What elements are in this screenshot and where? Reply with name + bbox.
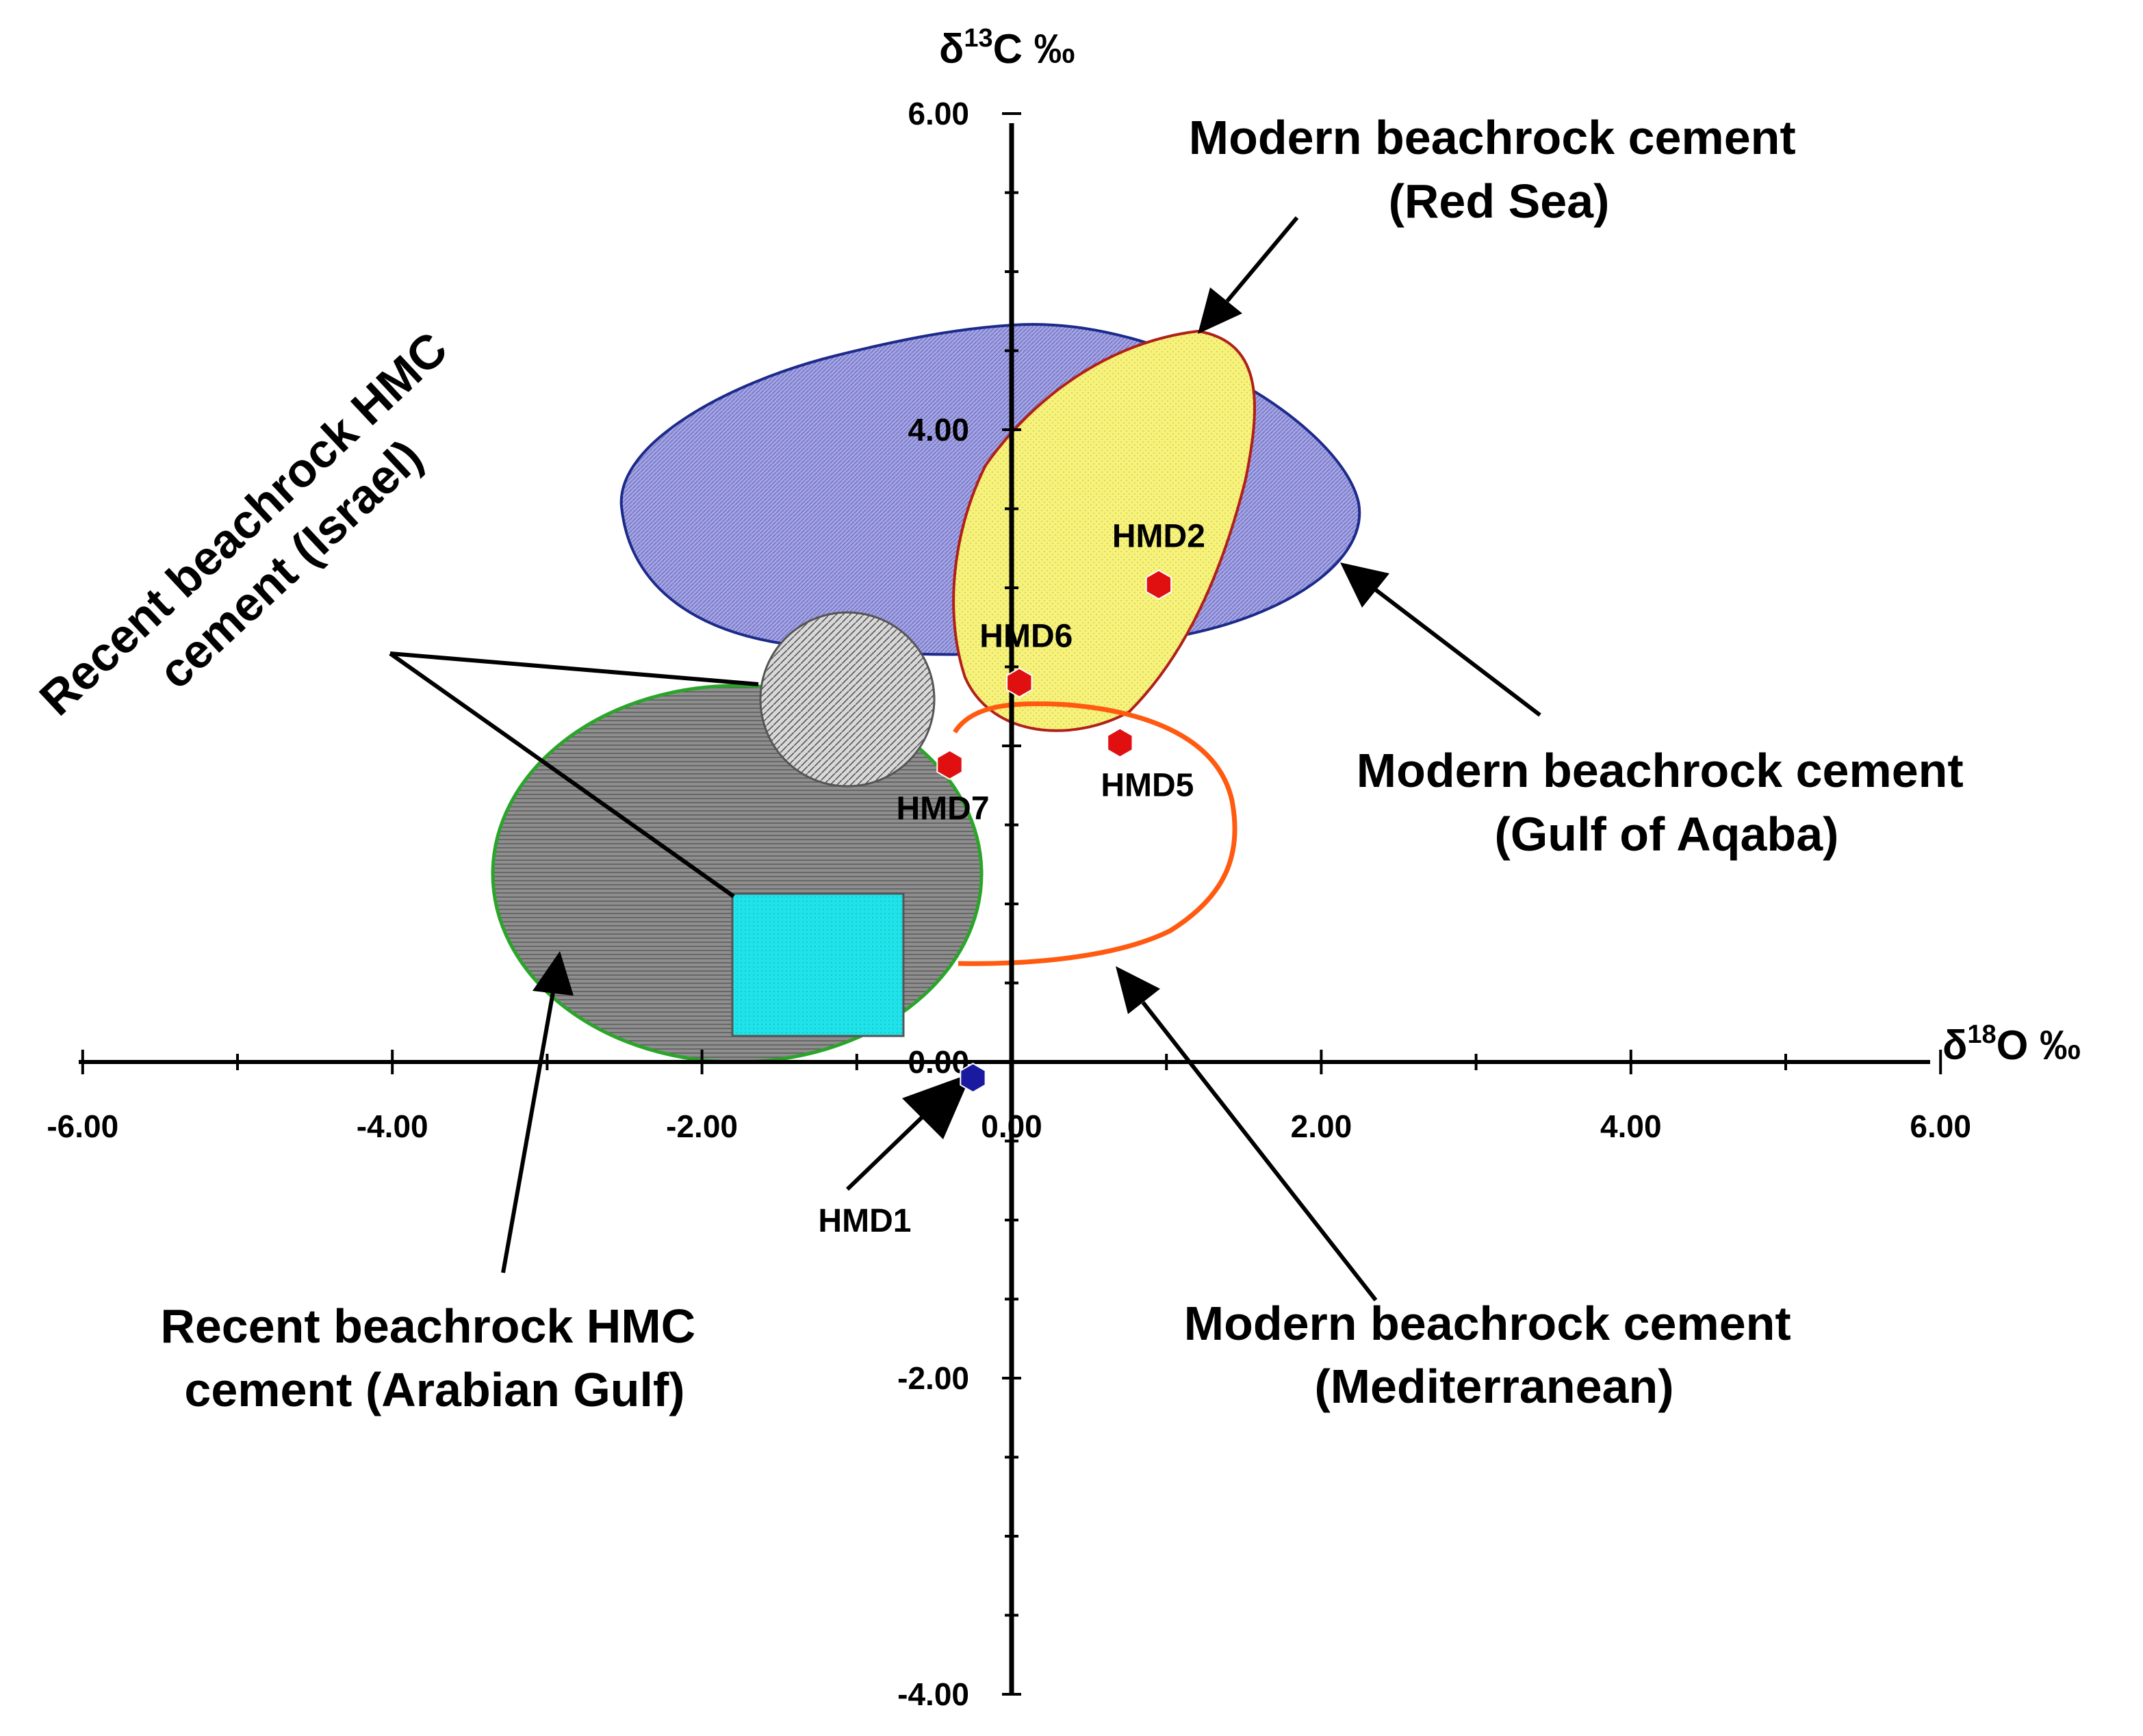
field-mediterranean: [953, 701, 1237, 966]
arrow-mediterranean-head: [1116, 966, 1160, 1014]
point-label-hmd7: HMD7: [897, 791, 990, 827]
x-tick-label: -2.00: [666, 1109, 738, 1144]
y-tick-label: 6.00: [908, 96, 969, 131]
arrow-arabian-gulf: [501, 992, 555, 1273]
x-tick-label: 4.00: [1600, 1109, 1662, 1144]
y-tick-label: -2.00: [897, 1360, 969, 1396]
x-tick-label: 2.00: [1291, 1109, 1352, 1144]
field-israel-circle: [759, 611, 936, 788]
arrow-israel-square: [389, 651, 735, 898]
x-tick-label: 6.00: [1910, 1109, 1971, 1144]
point-label-hmd6: HMD6: [979, 619, 1073, 655]
field-israel-square: [731, 892, 905, 1037]
x-tick-label: -4.00: [357, 1109, 428, 1144]
annotation-mediterranean: Modern beachrock cement (Mediterranean): [1184, 1297, 1804, 1413]
y-axis-title: δ13C ‰: [939, 24, 1075, 72]
annotation-red-sea: Modern beachrock cement (Red Sea): [1189, 111, 1809, 228]
point-hmd7: [936, 749, 963, 780]
fields-layer: [491, 323, 1361, 1064]
y-tick-label: -4.00: [897, 1676, 969, 1712]
point-label-hmd1: HMD1: [818, 1203, 911, 1239]
axes-layer: -6.00 -4.00 -2.00 0.00 2.00 4.00 6.00 -4.00 -2.…: [47, 96, 1971, 1712]
x-axis-title: δ18O ‰: [1942, 1020, 2081, 1068]
point-hmd2: [1145, 569, 1172, 600]
point-label-hmd5: HMD5: [1101, 767, 1194, 803]
y-tick-label: 4.00: [908, 412, 969, 448]
arrow-israel-circle: [389, 651, 759, 686]
point-hmd1: [960, 1062, 986, 1093]
y-tick-label: 0.00: [908, 1044, 969, 1080]
point-label-hmd2: HMD2: [1112, 518, 1205, 554]
arrow-aqaba: [1374, 588, 1541, 717]
arrow-red-sea-head: [1198, 287, 1242, 334]
arrow-arabian-gulf-head: [532, 951, 574, 996]
annotation-arrows: [389, 216, 1541, 1301]
y-ticks: -4.00 -2.00 0.00 4.00 6.00: [897, 96, 1021, 1712]
point-hmd5: [1107, 727, 1133, 758]
x-tick-label: -6.00: [47, 1109, 118, 1144]
annotation-aqaba: Modern beachrock cement (Gulf of Aqaba): [1357, 744, 1977, 861]
arrow-hmd1-head: [902, 1073, 972, 1139]
annotation-israel: Recent beachrock HMC cement (Israel): [29, 313, 509, 770]
arrow-mediterranean: [1141, 1001, 1378, 1301]
arrow-red-sea: [1225, 216, 1299, 302]
arrow-aqaba-head: [1340, 562, 1389, 608]
annotation-arabian-gulf: Recent beachrock HMC cement (Arabian Gul…: [160, 1299, 708, 1416]
x-ticks: -6.00 -4.00 -2.00 0.00 2.00 4.00 6.00: [47, 1050, 1971, 1144]
point-hmd6: [1006, 667, 1033, 698]
arrow-hmd1: [845, 1113, 926, 1191]
x-tick-label: 0.00: [981, 1109, 1042, 1144]
